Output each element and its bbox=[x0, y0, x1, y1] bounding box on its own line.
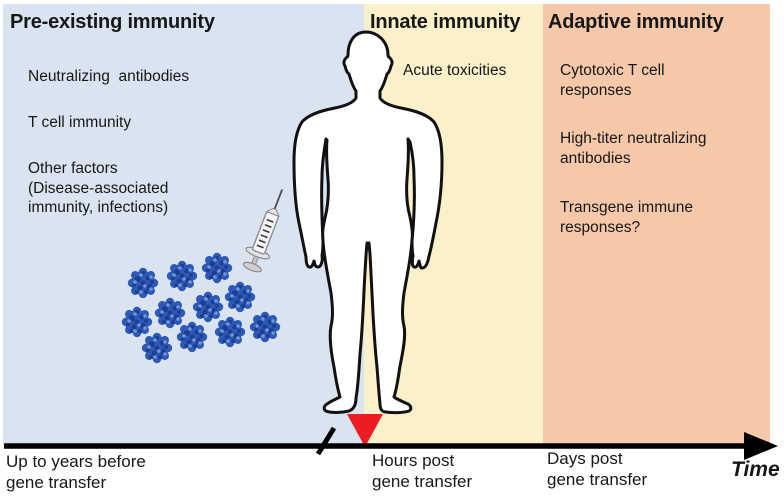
human-body-figure bbox=[292, 30, 444, 415]
axis-label-days-post: Days post gene transfer bbox=[547, 449, 648, 489]
virus-particle bbox=[154, 297, 186, 329]
syringe-icon bbox=[242, 189, 283, 273]
virus-particle bbox=[127, 267, 159, 299]
virus-particle bbox=[201, 252, 233, 284]
virus-particle bbox=[214, 316, 246, 348]
panel-adaptive-immunity: Adaptive immunity Cytotoxic T cell respo… bbox=[543, 4, 770, 445]
axis-label-before: Up to years before gene transfer bbox=[6, 452, 146, 492]
time-arrow-head-icon bbox=[744, 432, 778, 460]
panel-item: Transgene immune responses? bbox=[560, 199, 693, 236]
panel-item: Neutralizing antibodies bbox=[28, 68, 190, 85]
axis-label-hours-post: Hours post gene transfer bbox=[372, 451, 473, 491]
time-axis-title: Time bbox=[731, 458, 780, 481]
virus-particle bbox=[166, 260, 198, 292]
virus-particle bbox=[176, 321, 208, 353]
virus-particle bbox=[192, 291, 224, 323]
virus-particle bbox=[141, 332, 173, 364]
virus-particle bbox=[121, 306, 153, 338]
panel-title-innate: Innate immunity bbox=[370, 11, 521, 33]
virus-particle bbox=[224, 281, 256, 313]
panel-item: T cell immunity bbox=[28, 114, 132, 131]
panel-item: Other factors (Disease-associated immuni… bbox=[28, 160, 169, 216]
panel-item: High-titer neutralizing antibodies bbox=[560, 130, 707, 167]
panel-title-preexisting: Pre-existing immunity bbox=[10, 11, 215, 33]
virus-particle bbox=[249, 311, 281, 343]
panel-title-adaptive: Adaptive immunity bbox=[548, 11, 724, 33]
panel-item: Acute toxicities bbox=[403, 62, 507, 79]
red-triangle-marker bbox=[347, 414, 383, 447]
axis-break-mark bbox=[315, 426, 337, 456]
panel-item: Cytotoxic T cell responses bbox=[560, 62, 665, 99]
